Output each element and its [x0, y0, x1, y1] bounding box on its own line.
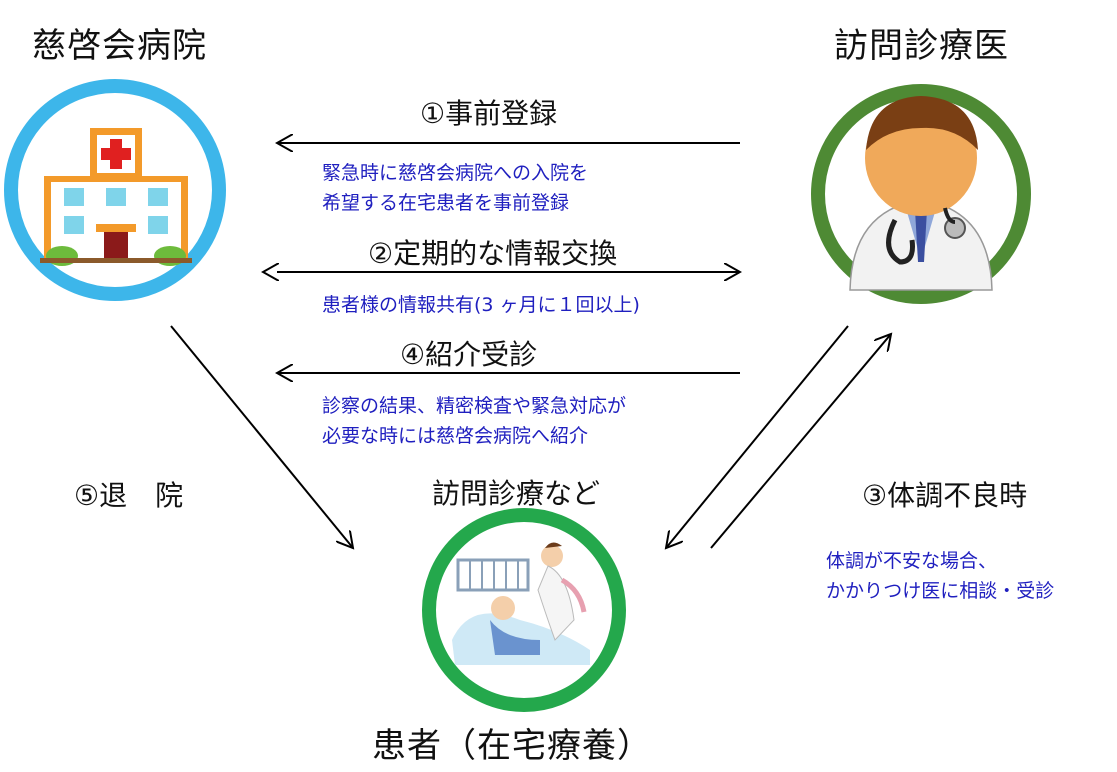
step-2-note: 患者様の情報共有(3 ヶ月に１回以上)	[322, 290, 640, 320]
step-3-note-line: 体調が不安な場合、	[826, 550, 998, 572]
patient-care-icon	[452, 542, 590, 665]
step-1-note-line: 希望する在宅患者を事前登録	[322, 192, 570, 214]
step-3-note-line: かかりつけ医に相談・受診	[826, 580, 1055, 602]
hospital-node	[4, 79, 226, 301]
step-1-note: 緊急時に慈啓会病院への入院を 希望する在宅患者を事前登録	[322, 158, 588, 218]
patient-label: 患者（在宅療養）	[372, 726, 652, 766]
arrow-step-3	[710, 334, 891, 549]
doctor-node	[811, 84, 1031, 304]
patient-node	[422, 508, 626, 712]
center-label: 訪問診療など	[432, 477, 601, 510]
doctor-icon	[849, 96, 993, 291]
step-4-note-line: 必要な時には慈啓会病院へ紹介	[322, 425, 589, 447]
step-3-note: 体調が不安な場合、 かかりつけ医に相談・受診	[826, 546, 1054, 606]
step-4-title: ④紹介受診	[400, 338, 538, 371]
hospital-icon	[40, 128, 192, 266]
step-4-note-line: 診察の結果、精密検査や緊急対応が	[322, 395, 627, 417]
hospital-label: 慈啓会病院	[32, 26, 207, 66]
step-3-title: ③体調不良時	[862, 479, 1028, 512]
step-5-title: ⑤退 院	[74, 479, 184, 512]
arrow-doctor-to-patient	[666, 325, 849, 548]
step-1-note-line: 緊急時に慈啓会病院への入院を	[322, 162, 589, 184]
patient-ring	[422, 508, 626, 712]
step-2-note-line: 患者様の情報共有(3 ヶ月に１回以上)	[322, 294, 640, 316]
doctor-label: 訪問診療医	[834, 26, 1009, 66]
arrow-step-5	[170, 325, 353, 548]
step-1-title: ①事前登録	[420, 97, 558, 130]
step-4-note: 診察の結果、精密検査や緊急対応が 必要な時には慈啓会病院へ紹介	[322, 391, 626, 451]
